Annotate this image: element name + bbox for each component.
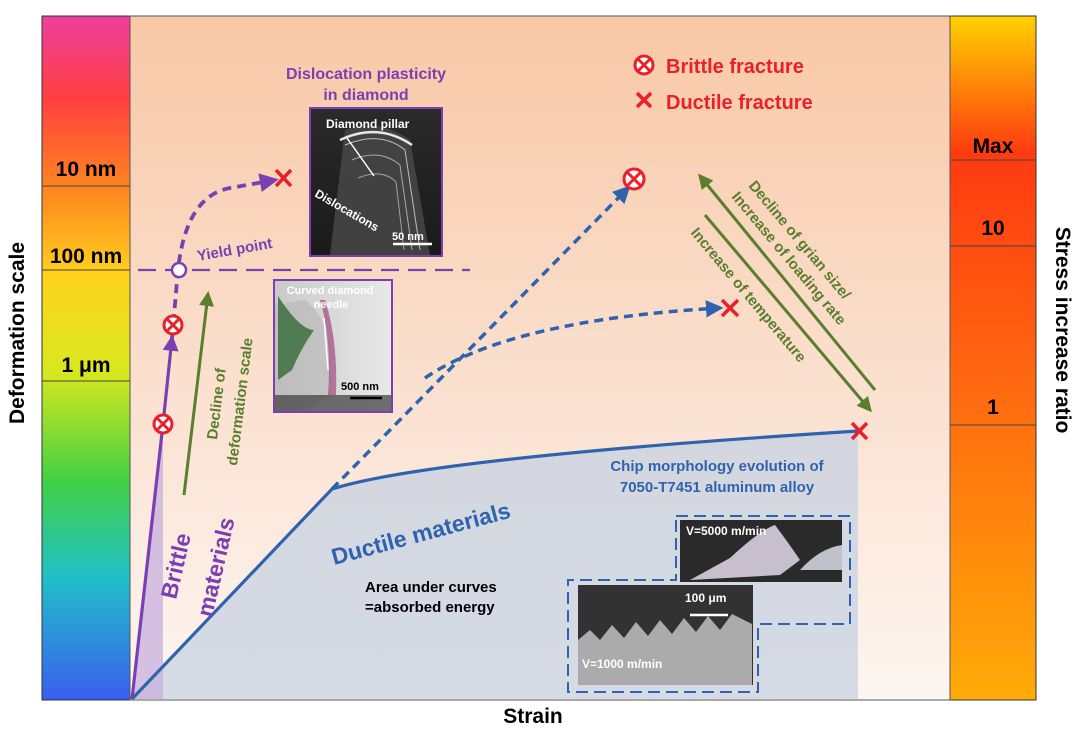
x-axis-title: Strain [503,705,563,728]
left-tick-label-10nm: 10 nm [56,158,117,181]
chip-image-low-speed [578,585,753,685]
legend-ductile-label: Ductile fracture [666,92,813,114]
ductile-curve-solid [130,429,859,701]
diamond-pillar-inset [309,107,443,257]
chip-v-low-label: V=1000 m/min [582,657,662,671]
ductile-curve-dashed-1 [330,185,631,491]
ductile-fracture-marker-3 [850,421,869,441]
chip-scale-label: 100 μm [685,591,726,605]
legend: Brittle fracture Ductile fracture [633,54,813,114]
needle-scale-label: 500 nm [341,381,379,393]
decline-grain-arrow [698,173,877,391]
chip-inset-frame [567,515,851,693]
increase-temp-arrow [703,214,872,413]
legend-ductile-icon [635,91,653,109]
legend-brittle-icon [633,54,655,76]
yield-point-marker [170,261,188,279]
needle-label-line2: needle [314,299,349,311]
chip-title-line2: 7050-T7451 aluminum alloy [620,479,815,496]
right-tick-label-1: 1 [987,396,999,419]
area-label-line1: Area under curves [365,579,497,596]
left-tick-label-100nm: 100 nm [50,245,122,268]
right-tick-label-max: Max [973,135,1014,158]
decline-deformation-arrow [182,291,215,496]
needle-label-line1: Curved diamond [287,285,374,297]
stress-ratio-bar [949,15,1037,701]
right-tick-label-10: 10 [981,217,1004,240]
diamond-pillar-label: Diamond pillar [326,117,410,131]
legend-brittle-label: Brittle fracture [666,56,804,78]
ductile-fracture-marker-1 [274,168,293,188]
deformation-scale-bar [41,15,131,701]
brittle-fracture-marker-3 [622,167,646,191]
brittle-curve-dashed [170,173,279,339]
chip-image-high-speed [680,520,842,582]
y-right-axis-title: Stress increase ratio [1051,227,1074,434]
brittle-fracture-marker-2 [152,413,174,435]
left-tick-label-1um: 1 μm [61,354,110,377]
ductile-fracture-marker-2 [720,298,740,318]
chip-title-line1: Chip morphology evolution of [610,458,824,475]
diamond-pillar-scale-label: 50 nm [392,231,424,243]
dislocation-title-line2: in diamond [323,87,408,104]
chip-v-high-label: V=5000 m/min [686,524,766,538]
y-left-axis-title: Deformation scale [6,242,29,424]
needle-inset [273,279,393,413]
brittle-fracture-marker-1 [162,314,184,336]
area-label-line2: =absorbed energy [365,599,495,616]
ductile-curve-dashed-2 [424,300,724,380]
dislocation-title-line1: Dislocation plasticity [286,66,446,83]
